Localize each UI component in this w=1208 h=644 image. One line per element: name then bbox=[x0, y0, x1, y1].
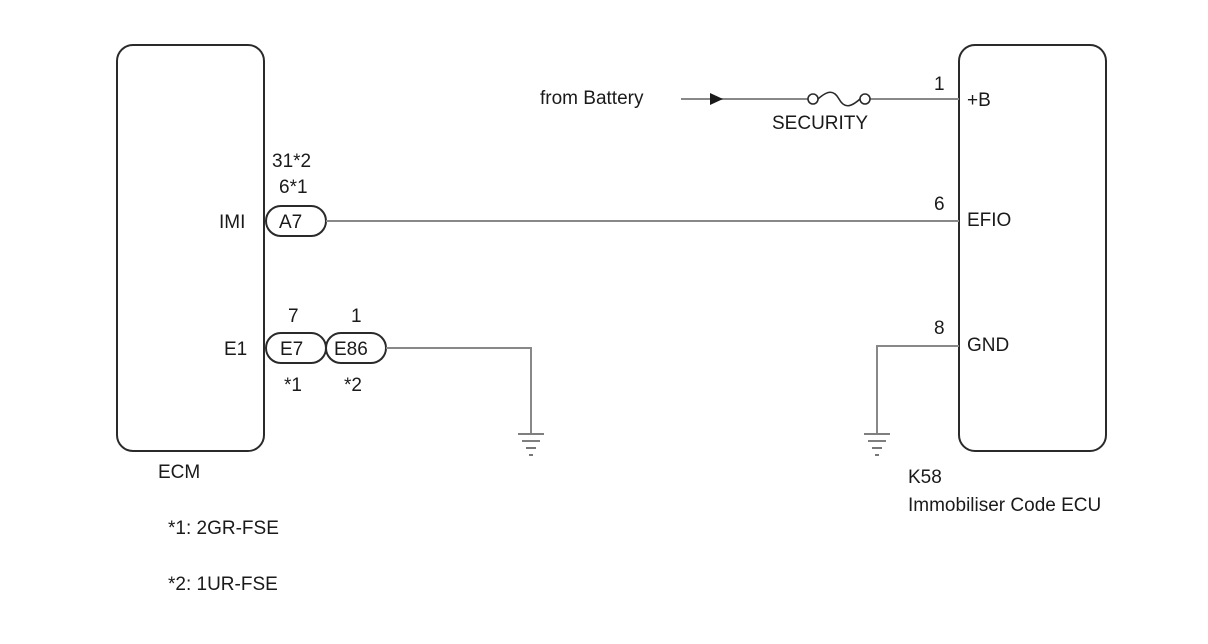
note-1: *1: 2GR-FSE bbox=[168, 518, 279, 539]
imi-pin-top: 31*2 bbox=[272, 151, 311, 172]
ecu-ground-icon bbox=[864, 433, 890, 456]
e86-pin-num: 1 bbox=[351, 306, 362, 327]
note-2: *2: 1UR-FSE bbox=[168, 574, 278, 595]
ecu-pin-gnd-label: GND bbox=[967, 335, 1009, 356]
e86-note: *2 bbox=[344, 375, 362, 396]
battery-arrow bbox=[710, 93, 723, 105]
ecm-pin-e1-label: E1 bbox=[224, 339, 247, 360]
fuse-label: SECURITY bbox=[772, 113, 868, 134]
ecu-box bbox=[958, 44, 1107, 452]
ecu-code: K58 bbox=[908, 467, 942, 488]
e7-note: *1 bbox=[284, 375, 302, 396]
ecu-pin-b-num: 1 bbox=[934, 74, 945, 95]
connector-a7-label: A7 bbox=[279, 212, 302, 233]
connector-e86-label: E86 bbox=[334, 339, 368, 360]
e7-pin-num: 7 bbox=[288, 306, 299, 327]
ecm-ground-wire bbox=[386, 347, 532, 433]
ecu-pin-b-label: +B bbox=[967, 90, 991, 111]
ecm-ground-icon bbox=[518, 433, 544, 456]
ecm-label: ECM bbox=[158, 462, 200, 483]
ecu-name: Immobiliser Code ECU bbox=[908, 495, 1101, 516]
ecu-pin-gnd-num: 8 bbox=[934, 318, 945, 339]
ecu-pin-efio-num: 6 bbox=[934, 194, 945, 215]
fuse-symbol bbox=[807, 91, 871, 107]
connector-e7-label: E7 bbox=[280, 339, 303, 360]
ecu-ground-wire bbox=[876, 345, 959, 433]
ecm-box bbox=[116, 44, 265, 452]
ecu-pin-efio-label: EFIO bbox=[967, 210, 1011, 231]
ecm-pin-imi-label: IMI bbox=[219, 212, 245, 233]
imi-pin-bottom: 6*1 bbox=[279, 177, 308, 198]
from-battery-label: from Battery bbox=[540, 88, 644, 109]
